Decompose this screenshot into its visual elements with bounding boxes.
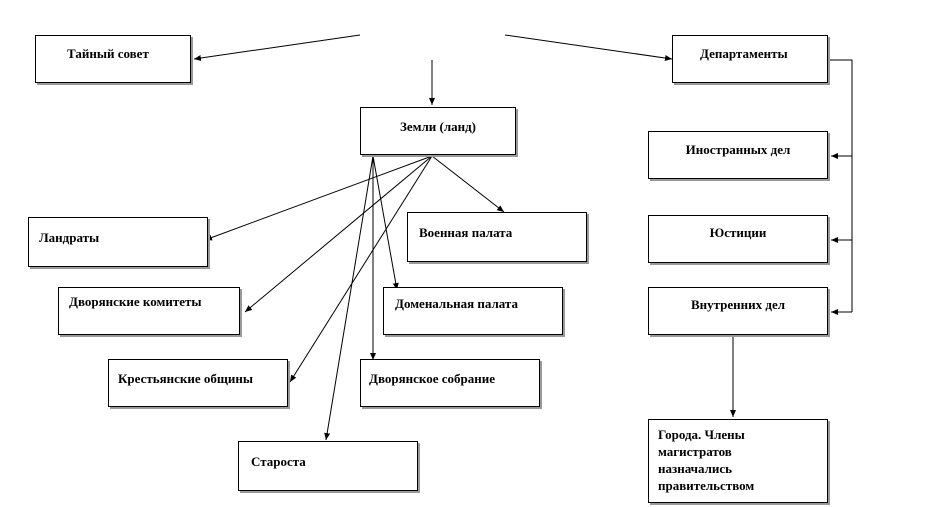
noble-committees-box: Дворянские комитеты bbox=[58, 287, 240, 335]
towns-label: Города. Члены магистратов назначались пр… bbox=[658, 427, 755, 493]
arrow-to-military-chamber bbox=[431, 155, 505, 213]
internal-affairs-label: Внутренних дел bbox=[690, 297, 786, 312]
arrow-to-departments bbox=[504, 34, 673, 61]
landrats-label: Ландраты bbox=[39, 230, 100, 245]
privy-council-box: Тайный совет bbox=[35, 35, 191, 83]
arrow-to-noble-committees bbox=[244, 155, 433, 313]
military-chamber-box: Военная палата bbox=[407, 212, 587, 262]
arrow-to-privy-council bbox=[193, 34, 361, 61]
noble-assembly-label: Дворянское собрание bbox=[369, 371, 495, 386]
towns-box: Города. Члены магистратов назначались пр… bbox=[648, 419, 828, 503]
arrow-to-landrats bbox=[204, 155, 433, 241]
lands-box: Земли (ланд) bbox=[360, 107, 516, 155]
military-chamber-label: Военная палата bbox=[419, 225, 513, 240]
internal-affairs-box: Внутренних дел bbox=[648, 287, 828, 335]
peasant-communities-label: Крестьянские общины bbox=[118, 371, 254, 386]
foreign-affairs-label: Иностранных дел bbox=[685, 142, 791, 157]
foreign-affairs-box: Иностранных дел bbox=[648, 131, 828, 179]
departments-box: Департаменты bbox=[672, 35, 828, 83]
arrow-to-starosta bbox=[324, 155, 374, 441]
arrow-to-peasant-communities bbox=[289, 155, 433, 383]
lands-label: Земли (ланд) bbox=[399, 119, 477, 134]
landrats-box: Ландраты bbox=[28, 217, 208, 267]
domain-chamber-label: Доменальная палата bbox=[395, 296, 518, 311]
privy-council-label: Тайный совет bbox=[67, 46, 149, 61]
noble-committees-label: Дворянские комитеты bbox=[69, 294, 202, 309]
justice-label: Юстиции bbox=[709, 225, 767, 240]
peasant-communities-box: Крестьянские общины bbox=[108, 359, 288, 407]
departments-label: Департаменты bbox=[700, 46, 788, 61]
justice-box: Юстиции bbox=[648, 215, 828, 263]
starosta-box: Староста bbox=[238, 441, 418, 491]
noble-assembly-box: Дворянское собрание bbox=[360, 359, 540, 407]
domain-chamber-box: Доменальная палата bbox=[383, 287, 563, 335]
starosta-label: Староста bbox=[251, 454, 306, 469]
departments-bracket bbox=[830, 59, 853, 312]
arrow-to-domain-chamber bbox=[372, 155, 399, 291]
